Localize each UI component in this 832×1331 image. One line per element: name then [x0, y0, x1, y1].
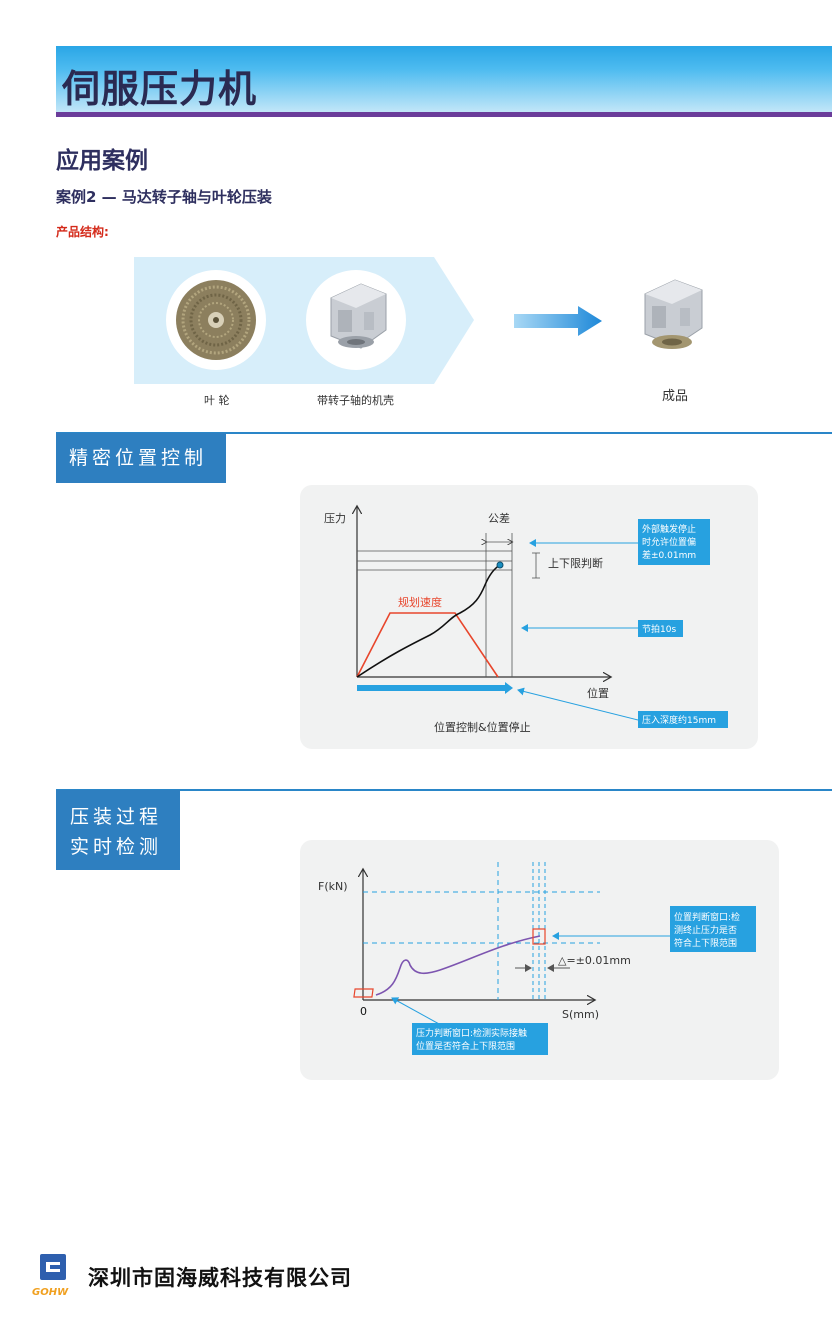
heading-line-1: 压装过程	[70, 806, 163, 828]
section-heading-position-control: 精密位置控制	[56, 433, 226, 483]
structure-label: 产品结构:	[56, 225, 109, 239]
impeller-caption: 叶 轮	[204, 394, 230, 407]
limit-label: 上下限判断	[548, 556, 603, 570]
callout-force-window-box	[412, 1023, 548, 1055]
origin-label: 0	[360, 1005, 367, 1018]
planned-speed-line	[356, 612, 499, 678]
callout-cycle-box	[638, 620, 683, 637]
callout-position-window-box	[670, 906, 756, 952]
callout-stop-box	[638, 519, 710, 565]
x-axis-label: 位置	[587, 686, 609, 700]
bottom-caption: 位置控制&位置停止	[434, 720, 531, 734]
callout-stop-line3: 差±0.01mm	[642, 549, 696, 561]
housing-caption: 带转子轴的机壳	[317, 394, 394, 407]
callout-cycle: 节拍10s	[642, 623, 676, 635]
section-divider	[56, 789, 832, 791]
y-axis-label: 压力	[324, 512, 346, 525]
stop-point	[496, 561, 504, 569]
position-control-diagram: 压力 位置 公差 上下限判断 规划速度 位置控制&位置停止 外部触发停止 时允许…	[300, 485, 758, 749]
impeller-image	[166, 270, 266, 370]
callout-position-line1: 位置判断窗口:检	[674, 911, 740, 923]
callout-depth: 压入深度约15mm	[642, 714, 716, 726]
tolerance-label: 公差	[488, 511, 510, 525]
finished-caption: 成品	[662, 389, 689, 404]
finished-product-image	[644, 279, 703, 349]
logo-text: GOHW	[32, 1287, 69, 1298]
company-name: 深圳市固海威科技有限公司	[88, 1266, 352, 1290]
arrow-right-icon	[514, 306, 602, 336]
page-title: 伺服压力机	[62, 67, 258, 111]
callout-force-line2: 位置是否符合上下限范围	[416, 1040, 515, 1052]
callout-stop-line2: 时允许位置偏	[642, 536, 696, 548]
heading-line-2: 实时检测	[70, 836, 163, 858]
realtime-detection-diagram: F(kN) S(mm) 0 △=±0.01mm 位置判断窗口:检 测终止压力是否…	[300, 840, 779, 1080]
force-curve	[356, 564, 501, 678]
callout-position-line3: 符合上下限范围	[674, 937, 737, 949]
section-divider	[56, 432, 832, 434]
callout-depth-box	[638, 711, 728, 728]
force-window	[353, 988, 374, 998]
callout-position-line2: 测终止压力是否	[674, 924, 737, 936]
x-axis-label: S(mm)	[562, 1008, 599, 1021]
y-axis-label: F(kN)	[318, 880, 348, 893]
callout-force-line1: 压力判断窗口:检测实际接触	[416, 1027, 527, 1039]
speed-label: 规划速度	[398, 595, 442, 609]
company-logo-icon	[40, 1254, 66, 1280]
force-displacement-curve	[375, 935, 541, 996]
section-heading-realtime-detection: 压装过程 实时检测	[56, 790, 180, 870]
case-title: 案例2 — 马达转子轴与叶轮压装	[56, 188, 272, 206]
header-banner	[56, 46, 832, 117]
callout-stop-line1: 外部触发停止	[642, 523, 696, 535]
housing-image	[306, 270, 406, 370]
section-title: 应用案例	[56, 148, 148, 174]
position-window	[532, 928, 546, 945]
delta-label: △=±0.01mm	[558, 954, 631, 967]
